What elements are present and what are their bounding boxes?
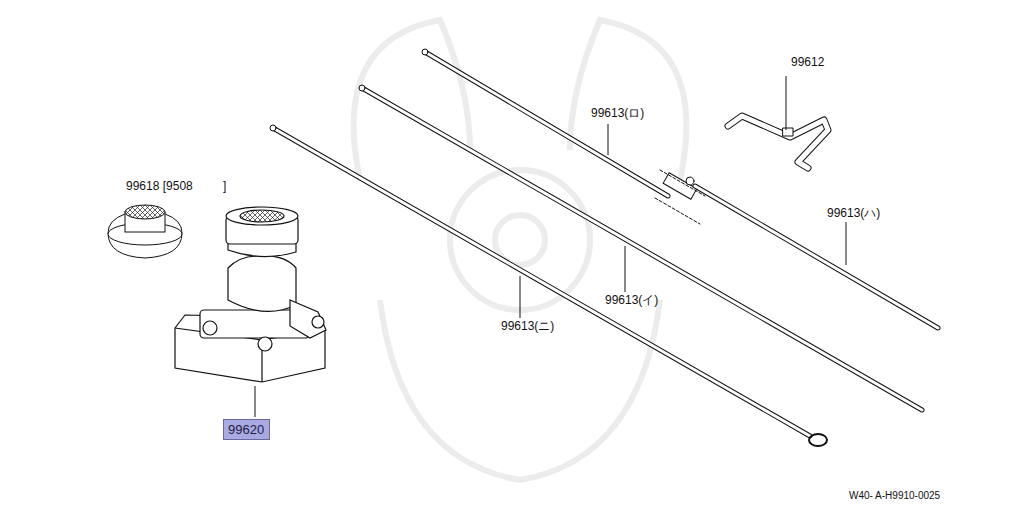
rods — [270, 49, 938, 446]
callout-number: 99613(ハ) — [826, 206, 881, 220]
rod-ni — [270, 125, 827, 446]
watermark — [354, 20, 687, 480]
callout-number: 99613(ニ) — [500, 319, 555, 333]
handle — [728, 116, 828, 168]
jack — [175, 207, 326, 382]
callout-number: 99618 [9508 — [125, 179, 194, 193]
callout-number: ] — [222, 179, 227, 193]
leader-lines — [255, 76, 846, 417]
rod-i — [359, 85, 922, 410]
jack-cap — [108, 205, 182, 258]
rod-joint — [655, 170, 705, 224]
callout-number: 99612 — [790, 55, 825, 69]
callout-number: 99613(ロ) — [590, 106, 645, 120]
drawing-code: W40- A-H9910-0025 — [848, 489, 941, 503]
highlight-box: 99620 — [223, 419, 270, 440]
callout-number: 99613(イ) — [604, 293, 659, 307]
callout-number: 99620 — [224, 420, 269, 439]
rod-ro — [422, 49, 668, 196]
rod-ha — [695, 186, 938, 328]
